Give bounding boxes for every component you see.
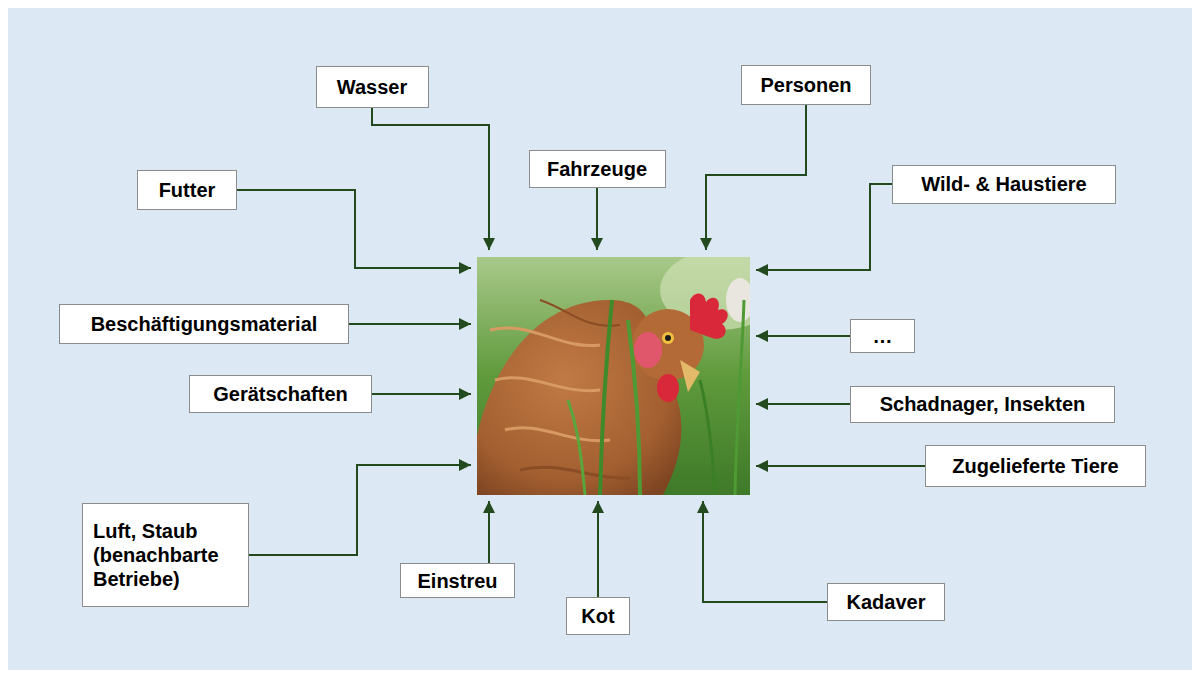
box-label: Luft, Staub (benachbarte Betriebe) (93, 519, 238, 591)
source-box: Personen (741, 65, 871, 105)
source-box: Kadaver (827, 583, 945, 621)
box-label: … (873, 324, 893, 348)
box-label: Einstreu (417, 569, 497, 593)
arrow-line (237, 190, 471, 268)
arrow-line (349, 323, 471, 325)
box-label: Wild- & Haustiere (921, 172, 1086, 196)
box-label: Kot (581, 604, 614, 628)
arrow-line (703, 501, 827, 602)
source-box: Fahrzeuge (529, 150, 666, 188)
source-box: Wasser (316, 66, 429, 108)
background-panel (8, 8, 1192, 670)
source-box: Zugelieferte Tiere (925, 445, 1146, 487)
arrow-line (756, 465, 925, 467)
arrow-line (372, 393, 471, 395)
source-box: Beschäftigungsmaterial (59, 304, 349, 344)
box-label: Personen (760, 73, 851, 97)
arrow-line (488, 501, 490, 563)
box-label: Schadnager, Insekten (880, 392, 1086, 416)
arrow-line (756, 403, 850, 405)
box-label: Futter (159, 178, 216, 202)
box-label: Wasser (337, 75, 407, 99)
source-box: Schadnager, Insekten (850, 386, 1115, 423)
box-label: Fahrzeuge (547, 157, 647, 181)
box-label: Kadaver (847, 590, 926, 614)
arrow-line (372, 108, 489, 250)
source-box: Einstreu (400, 563, 515, 598)
box-label: Zugelieferte Tiere (952, 454, 1118, 478)
arrow-line (597, 501, 599, 597)
source-box: Gerätschaften (189, 375, 372, 413)
arrows (237, 105, 925, 602)
arrow-line (756, 184, 892, 270)
arrow-line (596, 188, 598, 250)
arrow-line (706, 105, 806, 250)
box-label: Beschäftigungsmaterial (91, 312, 318, 336)
source-box: Futter (137, 170, 237, 210)
arrow-line (756, 335, 850, 337)
source-box: Wild- & Haustiere (892, 165, 1116, 204)
box-label: Gerätschaften (213, 382, 348, 406)
arrow-line (249, 465, 471, 555)
chicken-photo (477, 257, 750, 495)
source-box: Luft, Staub (benachbarte Betriebe) (82, 503, 249, 607)
source-box: Kot (566, 597, 630, 635)
source-box: … (850, 319, 915, 353)
